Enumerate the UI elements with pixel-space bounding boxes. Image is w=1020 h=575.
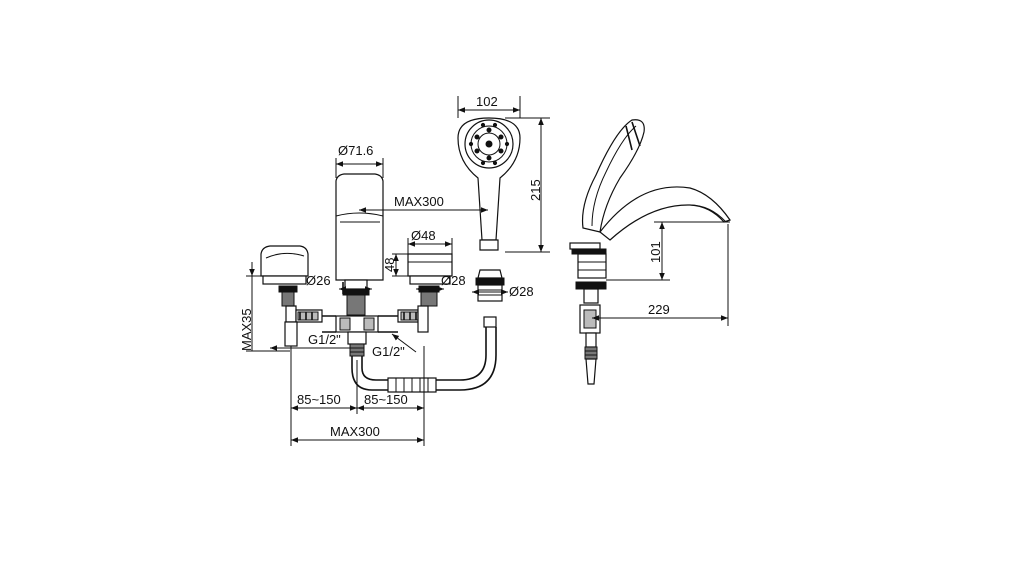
spout-body xyxy=(335,173,384,316)
side-view xyxy=(569,119,731,385)
dim-mid-stem-label: Ø28 xyxy=(441,273,466,288)
dim-spout-reach-label: 229 xyxy=(648,302,670,317)
dim-hose-stem-label: Ø28 xyxy=(509,284,534,299)
dim-spacing-left-label: 85~150 xyxy=(297,392,341,407)
dim-spout-height xyxy=(606,221,730,281)
side-spout xyxy=(599,186,731,241)
dim-head-height xyxy=(505,117,550,253)
center-tee xyxy=(322,315,398,357)
dim-head-width-label: 102 xyxy=(476,94,498,109)
dim-handle-height xyxy=(392,253,408,277)
dim-total-spacing-label: MAX300 xyxy=(330,424,380,439)
dim-head-width xyxy=(457,96,521,118)
hose-stem xyxy=(475,269,505,328)
dim-front-reach-label: MAX300 xyxy=(394,194,444,209)
dim-head-height-label: 215 xyxy=(528,179,543,201)
dim-spout-diameter-label: Ø71.6 xyxy=(338,143,373,158)
dim-spout-reach xyxy=(592,224,729,326)
dim-spacing xyxy=(290,346,425,446)
right-handle xyxy=(397,253,453,333)
dim-thread-right xyxy=(391,333,417,353)
dim-spout-diameter xyxy=(335,158,384,178)
dim-deck-thickness xyxy=(246,262,290,352)
dim-thread-left-label: G1/2" xyxy=(308,332,341,347)
dim-spout-height-label: 101 xyxy=(648,241,663,263)
dim-spacing-right-label: 85~150 xyxy=(364,392,408,407)
left-handle xyxy=(260,245,323,347)
dim-left-stem-label: Ø26 xyxy=(306,273,331,288)
dim-deck-thickness-label: MAX35 xyxy=(239,308,254,351)
dim-thread-right-label: G1/2" xyxy=(372,344,405,359)
dim-handle-diameter-label: Ø48 xyxy=(411,228,436,243)
hand-shower-front xyxy=(457,117,521,251)
dim-handle-diameter xyxy=(407,238,453,254)
spray-nozzle-pattern xyxy=(468,122,510,166)
dim-handle-height-label: 48 xyxy=(382,258,397,272)
side-hand-shower xyxy=(581,119,645,233)
